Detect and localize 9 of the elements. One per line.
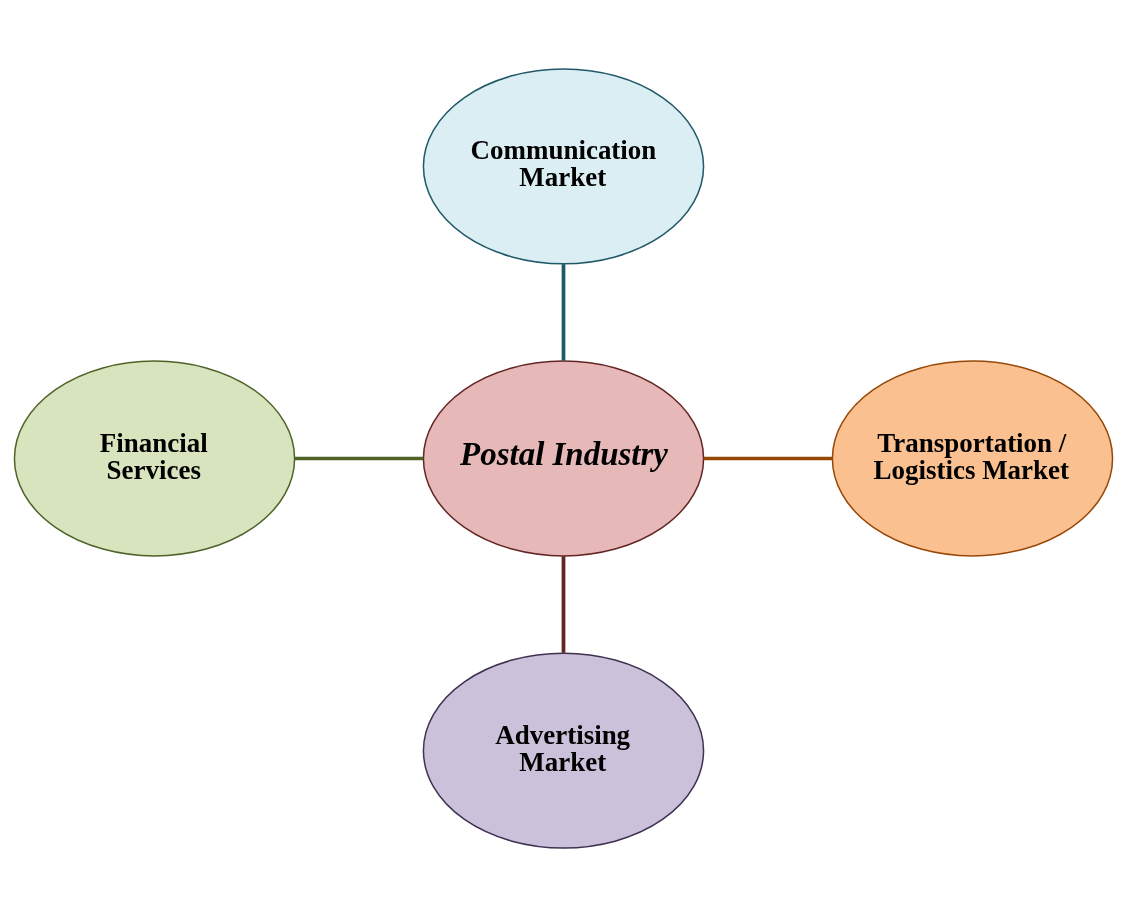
node-ellipse: Transportation / Logistics Market: [831, 359, 1114, 557]
node-ellipse: Advertising Market: [422, 652, 705, 849]
node-ellipse: Postal Industry: [422, 359, 705, 557]
connector: [561, 263, 566, 361]
node-ellipse: Financial Services: [13, 359, 296, 557]
connector: [561, 555, 566, 653]
node-ellipse: Communication Market: [422, 67, 705, 264]
connector: [703, 456, 833, 460]
connector: [294, 456, 424, 460]
